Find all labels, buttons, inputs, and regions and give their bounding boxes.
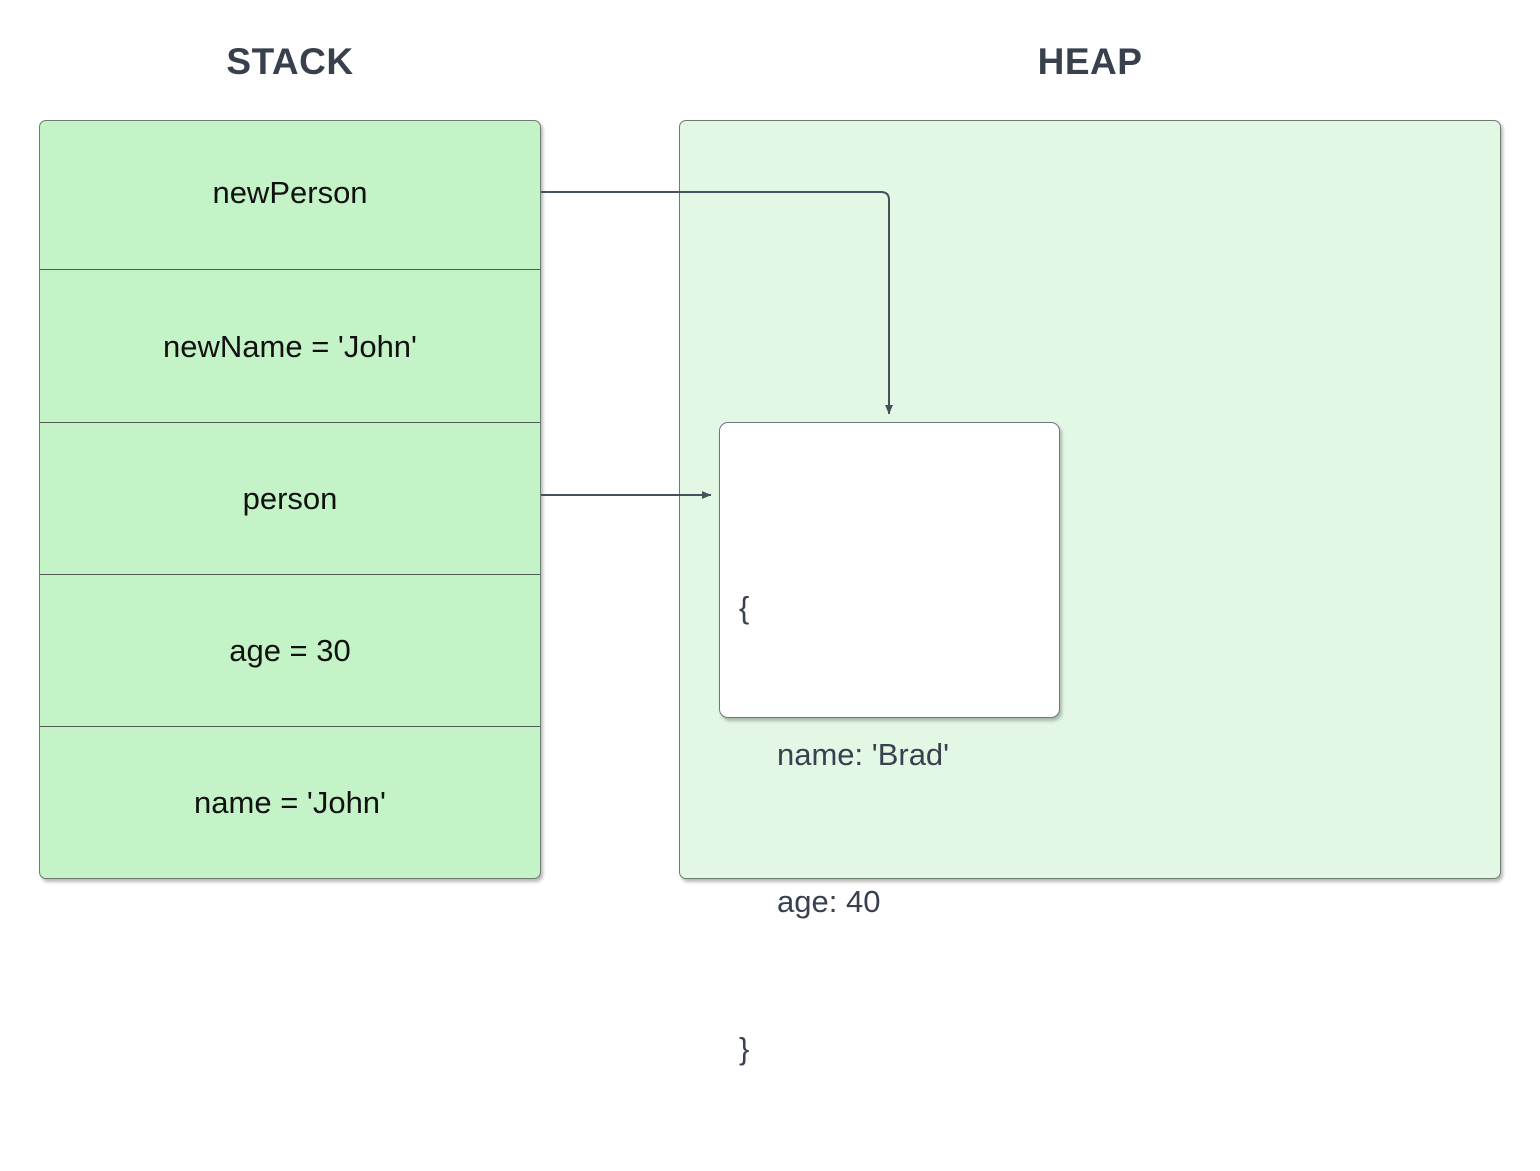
stack-cell-label: newPerson (212, 175, 368, 210)
stack-cell-age[interactable]: age = 30 (40, 575, 540, 727)
stack-cell-name[interactable]: name = 'John' (40, 727, 540, 878)
stack-cell-label: name = 'John' (194, 785, 386, 820)
stack-cell-newperson[interactable]: newPerson (40, 121, 540, 270)
stack-cell-label: newName = 'John' (163, 328, 417, 364)
heap-object-card[interactable]: { name: 'Brad' age: 40 } (719, 422, 1060, 1066)
heap-object-text: { name: 'Brad' age: 40 } (739, 485, 949, 1171)
object-property-age: age: 40 (777, 884, 881, 919)
heap-title: HEAP (1037, 41, 1143, 82)
diagram-canvas: STACK HEAP newPerson newName = 'John' pe… (39, 41, 1501, 1066)
stack-cell-newname[interactable]: newName = 'John' (40, 270, 540, 423)
stack-title: STACK (226, 41, 354, 82)
object-open-brace: { (739, 590, 750, 625)
object-property-name: name: 'Brad' (777, 737, 950, 772)
stack-cell-person[interactable]: person (40, 423, 540, 575)
stack-cell-label: age = 30 (229, 633, 351, 668)
stack-container: newPerson newName = 'John' person age = … (39, 120, 541, 879)
object-close-brace: } (739, 1031, 750, 1066)
stack-cell-label: person (242, 481, 338, 516)
